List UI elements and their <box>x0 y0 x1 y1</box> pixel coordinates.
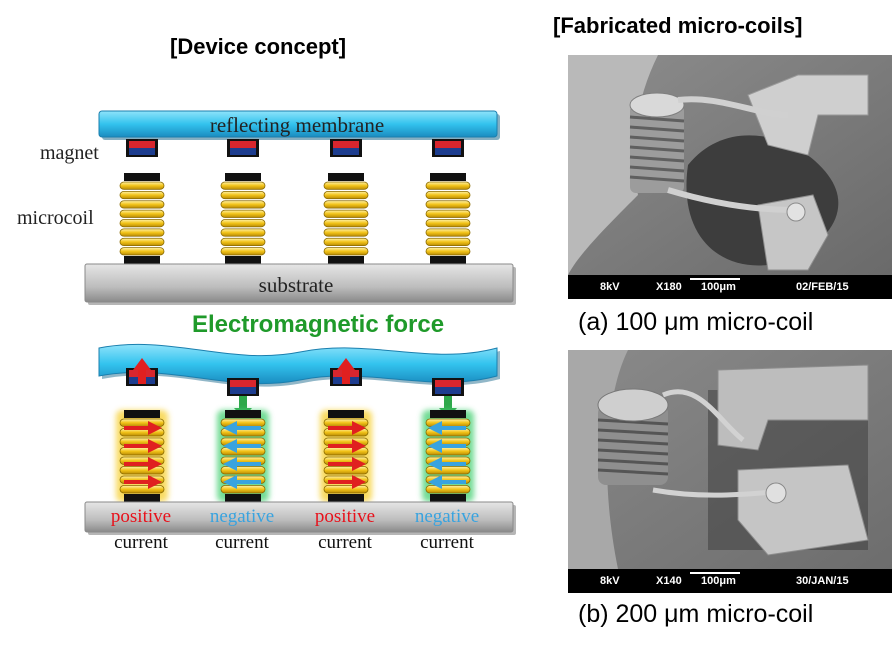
current-word-label: current <box>114 532 169 553</box>
current-polarity-label: negative <box>210 506 274 527</box>
sem-info-bar-b: 8kV X140 100μm 30/JAN/15 <box>568 569 892 593</box>
substrate <box>84 263 516 305</box>
magnet-label: magnet <box>40 142 99 164</box>
membrane-deformed <box>98 343 500 387</box>
actuated-coils <box>116 410 474 502</box>
sem-date: 30/JAN/15 <box>796 575 849 587</box>
current-polarity-label: positive <box>315 506 375 527</box>
sem-info-bar-a: 8kV X180 100μm 02/FEB/15 <box>568 275 892 299</box>
microcoil-2 <box>220 173 266 264</box>
actuated-magnet-4 <box>432 378 464 396</box>
sem-image-100um-coil: 8kV X180 100μm 02/FEB/15 <box>568 55 892 299</box>
magnet-2 <box>227 139 259 157</box>
actuated-coil-1 <box>116 410 168 502</box>
magnet-1 <box>126 139 158 157</box>
substrate-bottom <box>84 501 516 535</box>
current-left-arrow-icon <box>223 475 261 489</box>
magnet-3 <box>330 139 362 157</box>
repel-arrow-icon <box>133 358 151 384</box>
caption-b: (b) 200 μm micro-coil <box>578 600 814 628</box>
electromagnetic-force-label: Electromagnetic force <box>192 311 444 338</box>
microcoil-label: microcoil <box>17 207 94 229</box>
sem-date: 02/FEB/15 <box>796 281 849 293</box>
current-left-arrow-icon <box>223 421 261 435</box>
sem-voltage: 8kV <box>600 281 620 293</box>
current-word-label: current <box>215 532 270 553</box>
microcoil-1 <box>119 173 165 264</box>
current-left-arrow-icon <box>428 457 466 471</box>
membrane-label: reflecting membrane <box>210 113 384 137</box>
actuated-coil-4 <box>422 410 474 502</box>
sem-magnification: X140 <box>656 575 682 587</box>
sem-scale: 100μm <box>701 575 736 587</box>
current-right-arrow-icon <box>124 475 162 489</box>
sem-micrograph-b <box>568 350 892 569</box>
current-word-label: current <box>420 532 475 553</box>
membrane-top <box>98 110 500 140</box>
sem-scale: 100μm <box>701 281 736 293</box>
current-right-arrow-icon <box>124 439 162 453</box>
current-right-arrow-icon <box>328 439 366 453</box>
current-labels: positive current negative current positive cu… <box>111 506 479 553</box>
actuated-magnets <box>126 358 464 418</box>
current-left-arrow-icon <box>428 439 466 453</box>
current-right-arrow-icon <box>328 421 366 435</box>
device-concept-title: [Device concept] <box>170 34 347 59</box>
top-coils <box>119 173 471 264</box>
caption-a: (a) 100 μm micro-coil <box>578 308 814 336</box>
device-concept-diagram: reflecting membrane magnet microcoil sub… <box>17 110 516 553</box>
microcoil-4 <box>425 173 471 264</box>
current-right-arrow-icon <box>328 457 366 471</box>
sem-magnification: X180 <box>656 281 682 293</box>
current-left-arrow-icon <box>223 457 261 471</box>
actuated-magnet-2 <box>227 378 259 396</box>
magnet-4 <box>432 139 464 157</box>
top-magnets <box>126 139 464 157</box>
current-right-arrow-icon <box>328 475 366 489</box>
actuated-coil-3 <box>320 410 372 502</box>
current-left-arrow-icon <box>428 421 466 435</box>
current-polarity-label: negative <box>415 506 479 527</box>
microcoil-3 <box>323 173 369 264</box>
sem-micrograph-a <box>568 55 892 275</box>
substrate-label: substrate <box>259 273 334 297</box>
fabricated-microcoils-title: [Fabricated micro-coils] <box>553 13 803 38</box>
current-left-arrow-icon <box>223 439 261 453</box>
sem-image-200um-coil: 8kV X140 100μm 30/JAN/15 <box>568 350 892 593</box>
scale-bar <box>690 278 740 280</box>
sem-voltage: 8kV <box>600 575 620 587</box>
current-right-arrow-icon <box>124 421 162 435</box>
repel-arrow-icon <box>337 358 355 384</box>
scale-bar <box>690 572 740 574</box>
actuated-coil-2 <box>217 410 269 502</box>
current-left-arrow-icon <box>428 475 466 489</box>
current-right-arrow-icon <box>124 457 162 471</box>
current-word-label: current <box>318 532 373 553</box>
current-polarity-label: positive <box>111 506 171 527</box>
